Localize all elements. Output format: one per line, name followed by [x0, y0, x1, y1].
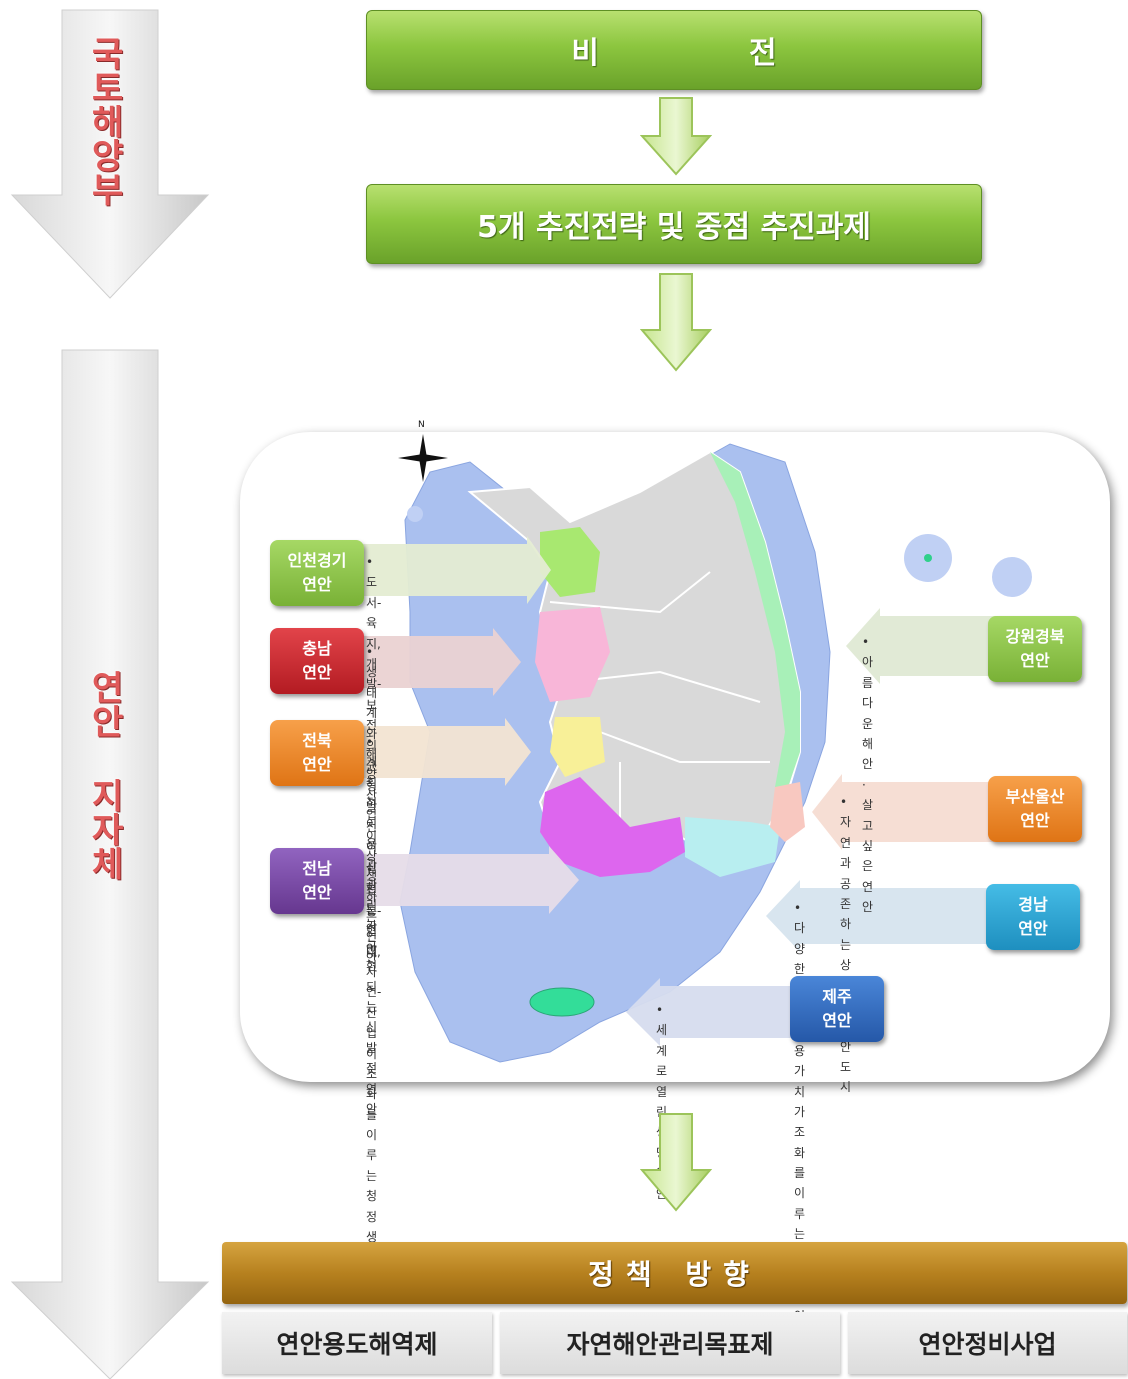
compass-north-label: N: [418, 420, 425, 430]
region-suffix: 연안: [1018, 919, 1048, 938]
label-char: 토: [92, 69, 124, 109]
region-name: 전북: [302, 731, 332, 750]
region-suffix: 연안: [822, 1011, 852, 1030]
region-name: 제주: [822, 987, 852, 1006]
label-char: 지: [92, 777, 124, 817]
down-arrow-1: [640, 97, 712, 176]
policy-item-natural-coast: 자연해안관리목표제: [500, 1312, 840, 1374]
region-name: 강원경북: [1005, 627, 1065, 646]
region-label-jeonbuk: 전북 연안: [270, 720, 364, 786]
policy-item-label: 연안정비사업: [918, 1330, 1057, 1359]
callout-arrows-right: [626, 608, 1020, 1046]
strategy-bar: 5개 추진전략 및 중점 추진과제: [366, 184, 982, 264]
policy-title: 정책 방향: [588, 1258, 761, 1291]
policy-item-label: 연안용도해역제: [276, 1330, 438, 1359]
region-name: 부산울산: [1005, 787, 1065, 806]
region-suffix: 연안: [1020, 811, 1050, 830]
label-char: 연: [92, 669, 124, 709]
desc-line: •도서-육지, 개발-보전의: [366, 555, 382, 753]
desc-line: 균형발전이 실현된 연안: [366, 758, 378, 957]
label-char: 안: [92, 703, 124, 743]
label-char: 해: [92, 103, 124, 143]
label-char: 부: [92, 171, 124, 211]
region-label-gangwon-gyeongbuk: 강원경북 연안: [988, 616, 1082, 682]
callout-arrows-left: [355, 536, 579, 914]
down-arrow-3: [640, 1113, 712, 1212]
region-name: 전남: [302, 859, 332, 878]
region-label-chungnam: 충남 연안: [270, 628, 364, 694]
region-suffix: 연안: [1020, 651, 1050, 670]
vision-bar: 비 전: [366, 10, 982, 90]
region-label-jeju: 제주 연안: [790, 976, 884, 1042]
region-suffix: 연안: [302, 755, 332, 774]
label-char: 국: [92, 35, 124, 75]
label-char: 양: [92, 137, 124, 177]
strategy-text: 5개 추진전략 및 중점 추진과제: [477, 210, 871, 245]
desc-line: •전통-현대, 자연-산업이 조화를: [366, 863, 382, 1122]
policy-item-label: 자연해안관리목표제: [566, 1330, 774, 1359]
region-name: 경남: [1018, 895, 1048, 914]
desc-line: 상생하는 연안: [366, 848, 378, 965]
ministry-label: 국 토 해 양 부: [92, 38, 123, 208]
region-name: 충남: [302, 639, 332, 658]
vision-right: 전: [749, 36, 777, 71]
desc-line: •생태계와 해양산업이: [366, 645, 378, 843]
desc-line: •계획적 이용과 관리가: [366, 735, 378, 933]
local-gov-label: 연 안 지 자 체: [92, 672, 123, 882]
region-suffix: 연안: [302, 575, 332, 594]
region-label-jeonnam: 전남 연안: [270, 848, 364, 914]
region-label-gyeongnam: 경남 연안: [986, 884, 1080, 950]
policy-item-coastal-improvement: 연안정비사업: [848, 1312, 1127, 1374]
region-suffix: 연안: [302, 663, 332, 682]
label-char: 체: [92, 845, 124, 885]
korea-map: [398, 434, 1032, 1063]
ministry-arrow: [10, 9, 210, 1379]
compass-icon: [398, 434, 448, 482]
region-name: 인천경기: [287, 551, 347, 570]
desc-line: 구현되는 신발전 연안: [366, 938, 378, 1117]
desc-line: •아름다운 해안 · 살고: [862, 635, 874, 833]
down-arrow-2: [640, 273, 712, 372]
policy-title-bar: 정책 방향: [222, 1242, 1127, 1304]
label-char: 자: [92, 811, 124, 851]
policy-item-coastal-zoning: 연안용도해역제: [222, 1312, 492, 1374]
desc-line: 싶은 연안: [862, 838, 874, 915]
vision-left: 비: [571, 36, 599, 71]
region-label-incheon-gyeonggi: 인천경기 연안: [270, 540, 364, 606]
region-suffix: 연안: [302, 883, 332, 902]
region-label-busan-ulsan: 부산울산 연안: [988, 776, 1082, 842]
